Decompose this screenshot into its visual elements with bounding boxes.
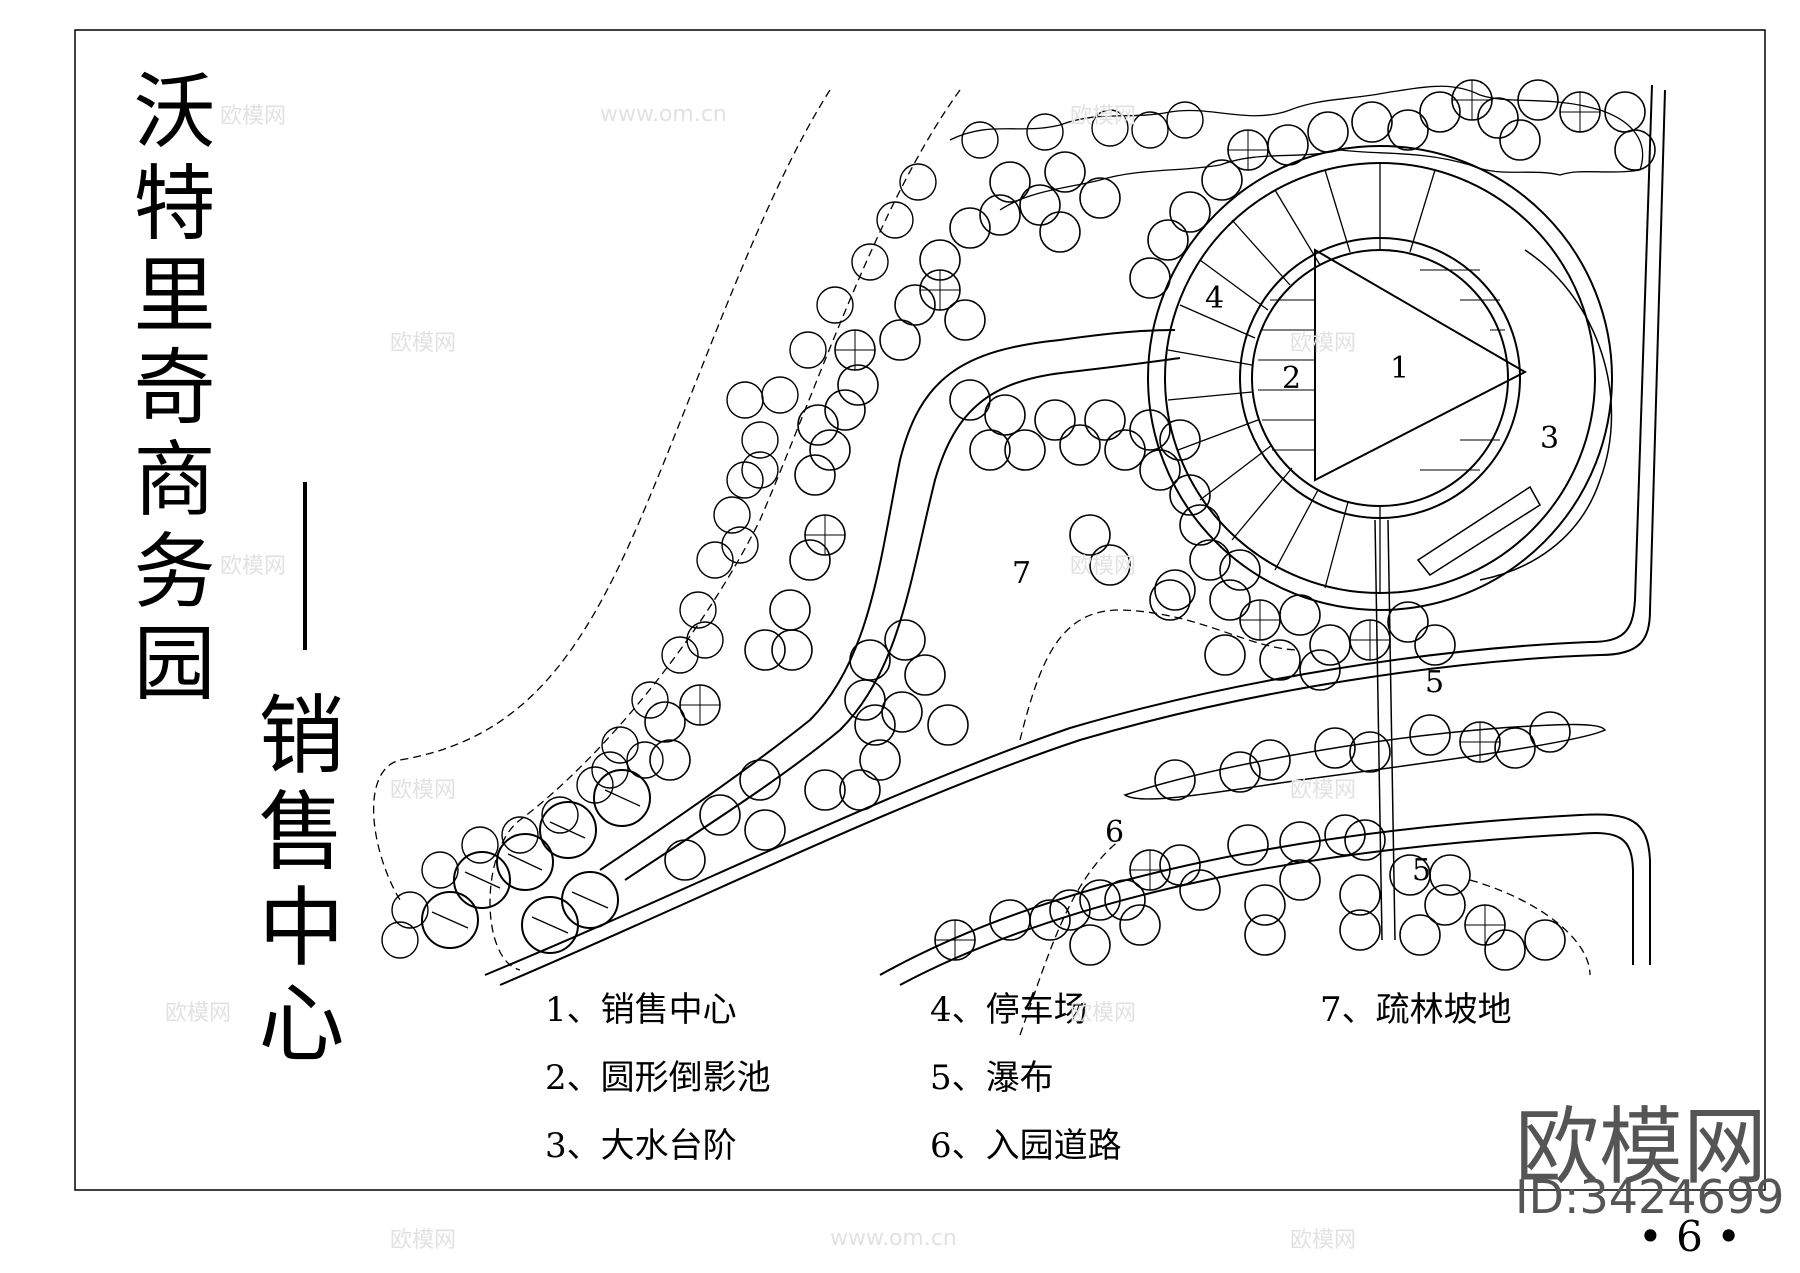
watermark-id: ID:3424699: [1515, 1170, 1785, 1224]
page-number: • 6 •: [1638, 1212, 1741, 1261]
watermark-small: 欧模网: [1070, 104, 1137, 129]
plan-label-5a: 5: [1425, 665, 1444, 700]
legend-item-1: 1、销售中心: [545, 990, 737, 1030]
plan-label-7: 7: [1012, 556, 1031, 591]
main-title: 沃特里奇商务园: [119, 68, 214, 712]
plan-label-2: 2: [1282, 361, 1301, 396]
watermark-small: 欧模网: [1070, 1001, 1137, 1026]
watermark-url: www.om.cn: [600, 102, 727, 127]
plan-label-3: 3: [1540, 421, 1559, 456]
legend-item-7: 7、疏林坡地: [1320, 990, 1512, 1030]
watermark-small: 欧模网: [165, 1001, 232, 1026]
watermark-small: 欧模网: [1070, 554, 1137, 579]
plan-label-4: 4: [1205, 281, 1224, 316]
drawing-frame: [74, 29, 1766, 1191]
plan-label-5b: 5: [1412, 853, 1431, 888]
legend-item-4: 4、停车场: [930, 990, 1088, 1030]
legend-item-3: 3、大水台阶: [545, 1126, 737, 1166]
roads: [484, 84, 1666, 986]
plan-label-6: 6: [1105, 815, 1124, 850]
watermark-small: 欧模网: [390, 331, 457, 356]
watermark-brand: 欧模网: [1515, 1098, 1768, 1196]
slope-dashed-lines: [373, 89, 1591, 1036]
watermark-small: 欧模网: [1290, 1228, 1357, 1253]
watermark-small: 欧模网: [390, 1228, 457, 1253]
watermark-small: 欧模网: [220, 554, 287, 579]
plan-label-1: 1: [1390, 351, 1409, 386]
watermark-url: www.om.cn: [830, 1226, 957, 1251]
watermark-small: 欧模网: [220, 104, 287, 129]
legend-item-6: 6、入园道路: [930, 1126, 1122, 1166]
canopy-trees: [644, 79, 1656, 971]
title-separator: [303, 482, 307, 650]
legend-item-5: 5、瀑布: [930, 1058, 1054, 1098]
watermark-small: 欧模网: [1290, 778, 1357, 803]
sub-title: 销售中心: [243, 690, 343, 1074]
plan-labels: 1 2 3 4 5 5 6 7: [1012, 281, 1559, 888]
sales-center: [1147, 145, 1613, 611]
shrub-border: [949, 85, 1644, 211]
cascade-steps-band: [1479, 249, 1613, 581]
watermark-small: 欧模网: [1290, 331, 1357, 356]
legend-item-2: 2、圆形倒影池: [545, 1058, 771, 1098]
open-trees: [381, 101, 1204, 959]
watermark-small: 欧模网: [390, 778, 457, 803]
dense-trees: [421, 769, 651, 954]
